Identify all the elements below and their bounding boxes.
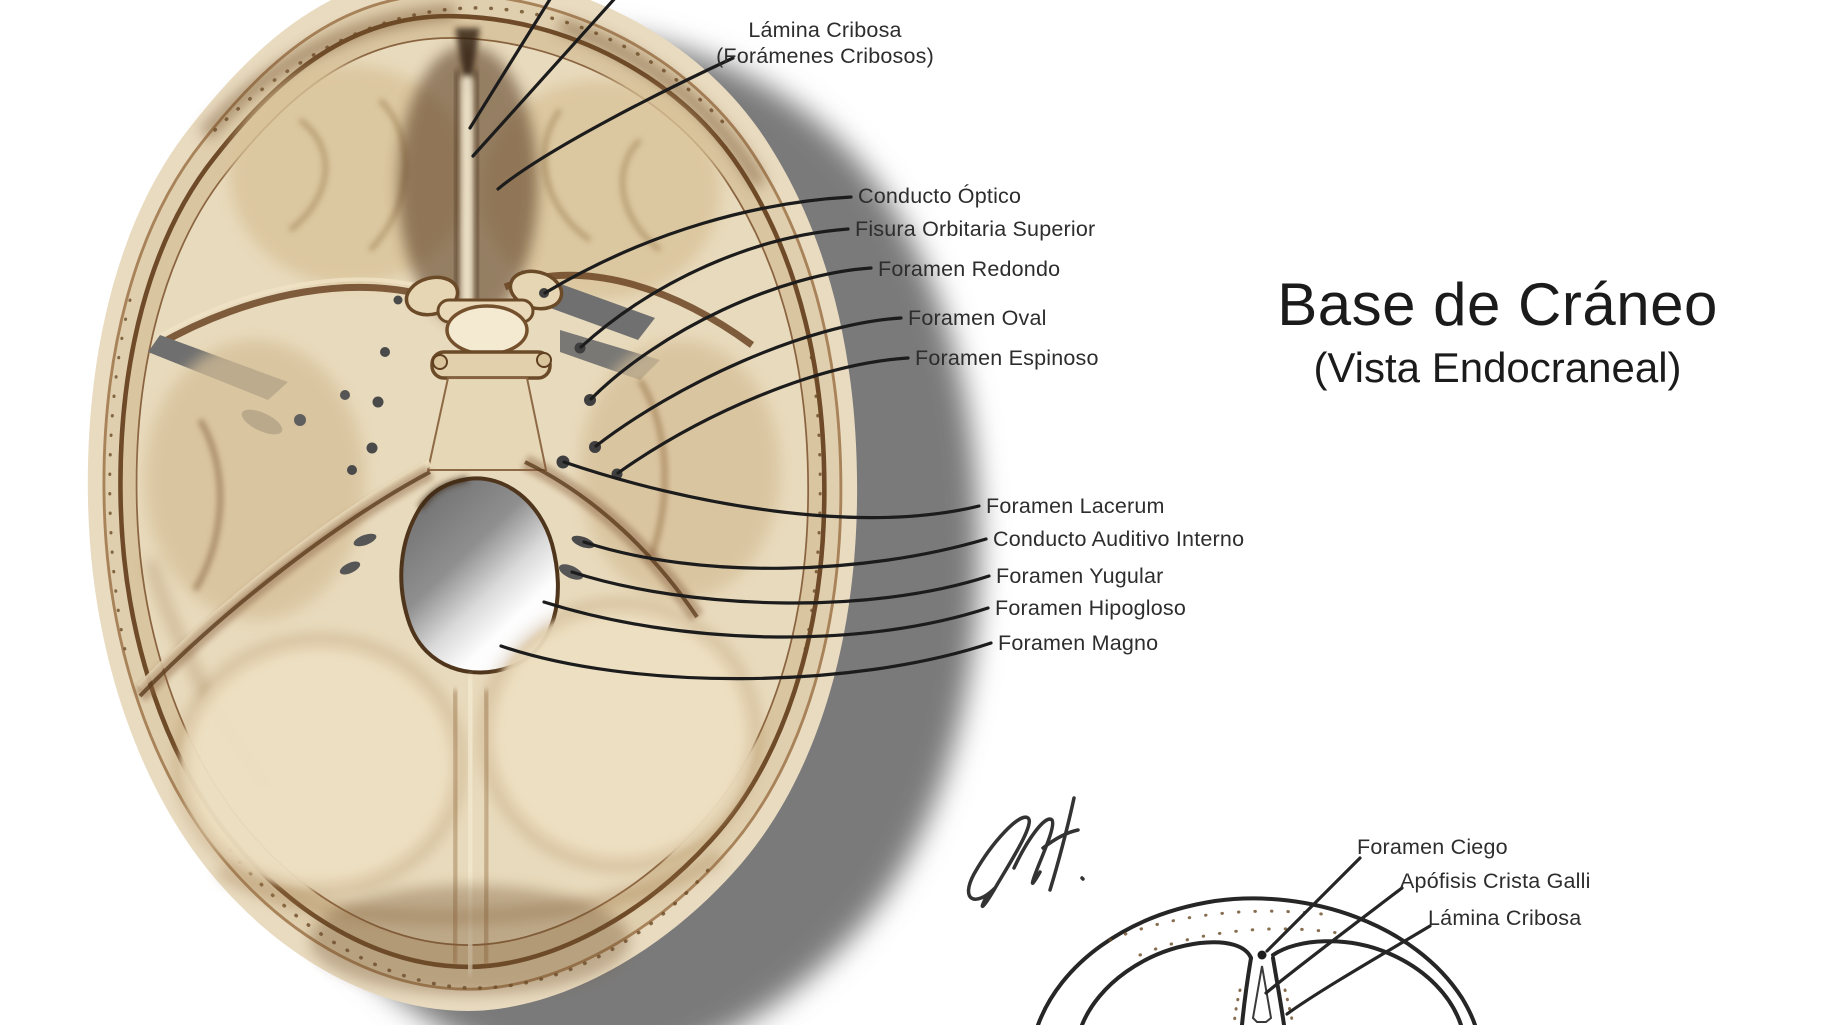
inset-leader-apofisis (1264, 886, 1404, 995)
anterior-fossa (230, 28, 720, 325)
label-foramen-oval: Foramen Oval (908, 306, 1047, 330)
leader-line-conducto-optico (543, 195, 853, 295)
inset-leader-foramen-ciego (1265, 856, 1362, 953)
inset-channel-right-wall (1271, 956, 1286, 1025)
sella-turcica (404, 269, 564, 471)
leader-line-foramen-magno (499, 641, 993, 681)
artist-signature (966, 796, 1085, 908)
leader-line-top-cut-2 (471, 0, 616, 158)
label-foramen-magno: Foramen Magno (998, 631, 1159, 655)
figure-title-block: Base de Cráneo (Vista Endocraneal) (1235, 272, 1760, 392)
leader-line-foramen-yugular (570, 570, 991, 605)
label-lamina-cribosa-line2: (Forámenes Cribosos) (716, 44, 934, 69)
posterior-fossa (175, 600, 760, 995)
label-foramen-redondo: Foramen Redondo (878, 257, 1061, 281)
inset-left-orbital-arc (1080, 940, 1253, 1025)
figure-subtitle: (Vista Endocraneal) (1313, 344, 1682, 391)
figure-title: Base de Cráneo (1277, 271, 1718, 338)
leader-line-foramen-hipogloso (542, 600, 990, 639)
inset-outer-skull-arc (1036, 896, 1477, 1025)
inset-channel-left-wall (1240, 956, 1253, 1025)
leader-lines (468, 0, 993, 681)
inset-leader-lamina (1285, 924, 1432, 1016)
label-lamina-cribosa-line1: Lámina Cribosa (748, 18, 902, 42)
inset-right-orbital-arc (1271, 939, 1463, 1025)
label-foramen-lacerum: Foramen Lacerum (986, 494, 1165, 518)
label-inset-lamina-cribosa: Lámina Cribosa (1428, 906, 1582, 930)
label-inset-foramen-ciego: Foramen Ciego (1357, 835, 1508, 859)
label-foramen-yugular: Foramen Yugular (996, 564, 1164, 588)
inset-foramen-ciego-dot (1257, 950, 1267, 960)
foramen-magnum (399, 476, 560, 675)
inset-crista-galli-shape (1251, 965, 1273, 1023)
leader-line-foramen-espinoso (616, 356, 910, 475)
label-conducto-auditivo: Conducto Auditivo Interno (993, 527, 1245, 551)
label-lamina-cribosa: Lámina Cribosa (Forámenes Cribosos) (690, 17, 960, 69)
leader-line-lamina-cribosa (496, 56, 735, 191)
leader-line-foramen-lacerum (562, 460, 981, 520)
leader-line-foramen-redondo (589, 266, 873, 401)
skull-base-illustration (87, 0, 858, 1012)
leader-line-fisura-orbitaria (579, 227, 850, 349)
label-foramen-hipogloso: Foramen Hipogloso (995, 596, 1187, 620)
label-inset-apofisis-crista-galli: Apófisis Crista Galli (1400, 869, 1591, 893)
leader-line-foramen-oval (594, 316, 903, 448)
label-foramen-espinoso: Foramen Espinoso (915, 346, 1099, 370)
label-conducto-optico: Conducto Óptico (858, 184, 1022, 208)
label-fisura-orbitaria: Fisura Orbitaria Superior (855, 217, 1096, 241)
leader-line-conducto-auditivo (582, 537, 988, 570)
inset-cross-section (1036, 856, 1477, 1025)
leader-line-top-cut-1 (468, 0, 552, 130)
